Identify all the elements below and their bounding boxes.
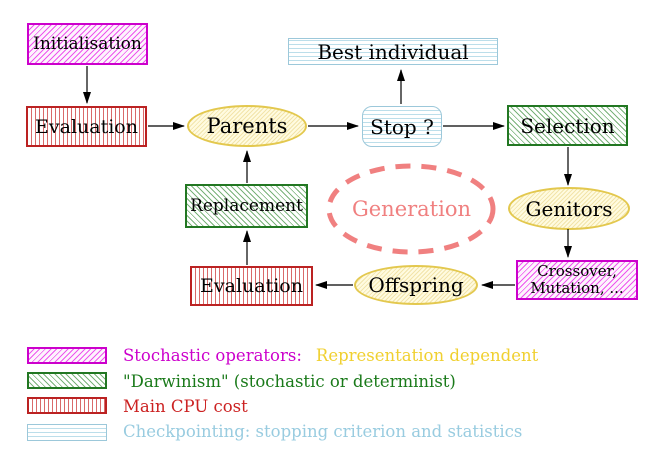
node-generation: Generation (351, 197, 472, 221)
legend-label-main-cpu-cost: Main CPU cost (123, 397, 248, 416)
legend-label-checkpointing: Checkpointing: stopping criterion and st… (123, 422, 523, 441)
node-best-individual: Best individual (288, 38, 498, 65)
legend-row-stochastic: Stochastic operators: Representation depe… (123, 346, 538, 365)
node-initialisation: Initialisation (27, 23, 148, 65)
node-evaluation-bottom: Evaluation (190, 266, 313, 306)
node-crossover-mutation: Crossover, Mutation, ... (516, 260, 638, 300)
legend-swatch-darwinism (27, 372, 107, 389)
node-offspring: Offspring (354, 265, 478, 305)
legend-label-stochastic-operators: Stochastic operators: (123, 346, 302, 365)
legend-label-representation-dependent: Representation dependent (315, 346, 539, 365)
crossover-line1: Crossover, (537, 261, 617, 280)
node-stop: Stop ? (362, 106, 442, 147)
node-parents: Parents (187, 105, 307, 147)
legend-swatch-main-cpu-cost (27, 397, 107, 414)
crossover-line2: Mutation, ... (530, 279, 624, 297)
legend-swatch-stochastic-operators (27, 347, 107, 364)
legend-label-darwinism: "Darwinism" (stochastic or determinist) (123, 372, 456, 391)
node-selection: Selection (507, 105, 628, 146)
node-evaluation-top: Evaluation (26, 106, 147, 147)
node-genitors: Genitors (508, 187, 630, 230)
node-replacement: Replacement (185, 184, 308, 228)
legend-swatch-checkpointing (27, 424, 107, 441)
